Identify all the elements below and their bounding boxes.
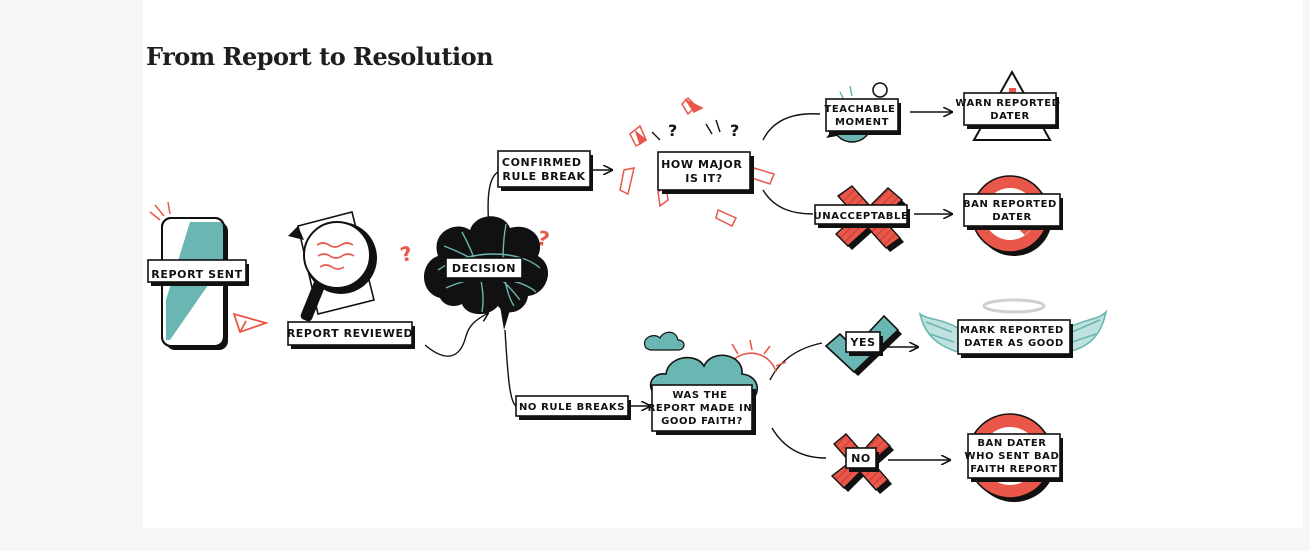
magnifying-glass-icon	[288, 211, 377, 322]
svg-text:?: ?	[668, 121, 677, 140]
halo-icon	[982, 298, 1046, 314]
angel-wings-icon	[918, 309, 1108, 354]
cloud-icon	[644, 331, 685, 351]
ban-bad-faith-reporter-text: BAN DATER WHO SENT BAD FAITH REPORT	[964, 438, 1063, 475]
page-title: From Report to Resolution	[146, 42, 494, 71]
unacceptable-label: UNACCEPTABLE	[814, 204, 910, 228]
no-rule-breaks-label: NO RULE BREAKS	[515, 395, 631, 420]
emphasis-lines	[651, 119, 721, 141]
confirmed-rule-break-text: CONFIRMED RULE BREAK	[502, 156, 586, 183]
report-reviewed-text: REPORT REVIEWED	[287, 327, 414, 340]
torn-paper-icon	[619, 96, 776, 228]
how-major-text: HOW MAJOR IS IT?	[661, 158, 747, 185]
connector-lines	[175, 112, 952, 460]
report-sent-text: REPORT SENT	[151, 268, 242, 281]
teachable-moment-text: TEACHABLE MOMENT	[824, 104, 899, 128]
no-rule-breaks-text: NO RULE BREAKS	[519, 402, 625, 413]
no-text: NO	[851, 452, 871, 465]
confirmed-rule-break-label: CONFIRMED RULE BREAK	[497, 150, 593, 191]
ban-bad-faith-reporter-label: BAN DATER WHO SENT BAD FAITH REPORT	[964, 433, 1063, 482]
report-reviewed-label: REPORT REVIEWED	[287, 321, 415, 349]
decision-label: DECISION	[445, 257, 525, 282]
no-label: NO	[845, 447, 879, 472]
how-major-label: HOW MAJOR IS IT?	[657, 151, 754, 194]
question-mark-icon: ? ?	[668, 121, 739, 140]
good-faith-question-label: WAS THE REPORT MADE IN GOOD FAITH?	[648, 384, 757, 435]
svg-text:?: ?	[398, 241, 414, 267]
good-faith-question-text: WAS THE REPORT MADE IN GOOD FAITH?	[648, 390, 757, 427]
ban-reported-dater-text: BAN REPORTED DATER	[963, 199, 1061, 223]
paper-plane-icon	[232, 312, 270, 334]
mark-reported-dater-good-text: MARK REPORTED DATER AS GOOD	[960, 325, 1068, 349]
warn-reported-dater-label: WARN REPORTED DATER	[955, 92, 1064, 129]
decision-text: DECISION	[452, 262, 516, 275]
unacceptable-text: UNACCEPTABLE	[814, 211, 909, 222]
svg-text:?: ?	[730, 121, 739, 140]
yes-text: YES	[849, 336, 875, 349]
mark-reported-dater-good-label: MARK REPORTED DATER AS GOOD	[957, 319, 1073, 358]
report-sent-label: REPORT SENT	[147, 259, 249, 286]
teachable-moment-label: TEACHABLE MOMENT	[824, 98, 901, 135]
yes-label: YES	[845, 331, 883, 356]
warn-reported-dater-text: WARN REPORTED DATER	[955, 98, 1064, 122]
ban-reported-dater-label: BAN REPORTED DATER	[963, 193, 1063, 230]
